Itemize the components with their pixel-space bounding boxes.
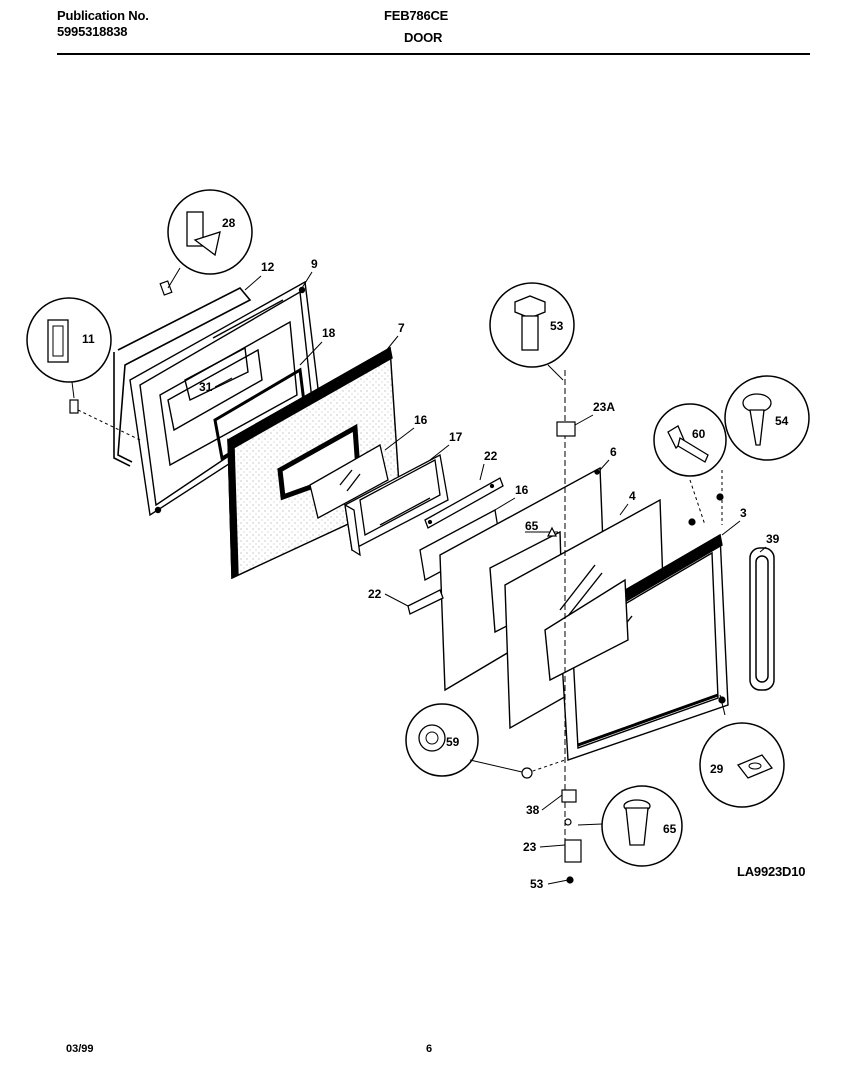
diagram-code: LA9923D10: [737, 864, 806, 879]
callout-53-top: 53: [489, 282, 575, 381]
callout-29-number: 29: [710, 762, 724, 776]
retainer-22-lower: [407, 589, 444, 615]
callout-59: 59: [405, 703, 523, 777]
door-frame-3: [544, 533, 729, 761]
label-4: 4: [629, 489, 636, 503]
label-38: 38: [526, 803, 540, 817]
small-hardware: [69, 399, 726, 884]
label-22b: 22: [368, 587, 382, 601]
callout-65: 65: [577, 785, 683, 867]
callout-28: 28: [167, 189, 253, 289]
label-39: 39: [766, 532, 780, 546]
callout-11: 11: [26, 297, 112, 399]
label-16a: 16: [414, 413, 428, 427]
header-rule: [57, 53, 810, 55]
label-9: 9: [311, 257, 318, 271]
publication-number: 5995318838: [57, 24, 128, 39]
callout-60-number: 60: [692, 427, 706, 441]
label-3: 3: [740, 506, 747, 520]
label-6: 6: [610, 445, 617, 459]
callout-11-number: 11: [82, 332, 95, 346]
label-23: 23: [523, 840, 537, 854]
baffle-17: [344, 454, 449, 557]
retainer-22-upper: [424, 477, 504, 529]
label-17: 17: [449, 430, 463, 444]
footer-page: 6: [426, 1043, 433, 1055]
door-gasket: [113, 286, 252, 467]
callout-59-number: 59: [446, 735, 460, 749]
callout-54-number: 54: [775, 414, 789, 428]
publication-label: Publication No.: [57, 8, 149, 23]
part-labels: 12 9 18 7 31 16 17 22 16 22 23A 6 65 4 3…: [199, 257, 780, 891]
label-12: 12: [261, 260, 275, 274]
label-53: 53: [530, 877, 544, 891]
label-leaders: [214, 271, 767, 885]
label-22a: 22: [484, 449, 498, 463]
inner-door-panel: [129, 280, 321, 517]
label-65: 65: [525, 519, 539, 533]
door-handle-39: [749, 547, 775, 691]
section-title: DOOR: [404, 30, 443, 45]
door-glass-16a: [309, 444, 389, 519]
label-18: 18: [322, 326, 336, 340]
callout-54: 54: [724, 375, 810, 461]
label-7: 7: [398, 321, 405, 335]
label-16b: 16: [515, 483, 529, 497]
callout-60: 60: [653, 403, 727, 477]
label-23A: 23A: [593, 400, 615, 414]
callout-29: 29: [699, 722, 785, 808]
footer-date: 03/99: [66, 1043, 94, 1055]
callout-65-number: 65: [663, 822, 677, 836]
label-31: 31: [199, 380, 213, 394]
callout-53-top-number: 53: [550, 319, 564, 333]
model-number: FEB786CE: [384, 8, 449, 23]
gasket-clip: [159, 280, 173, 296]
callout-28-number: 28: [222, 216, 236, 230]
